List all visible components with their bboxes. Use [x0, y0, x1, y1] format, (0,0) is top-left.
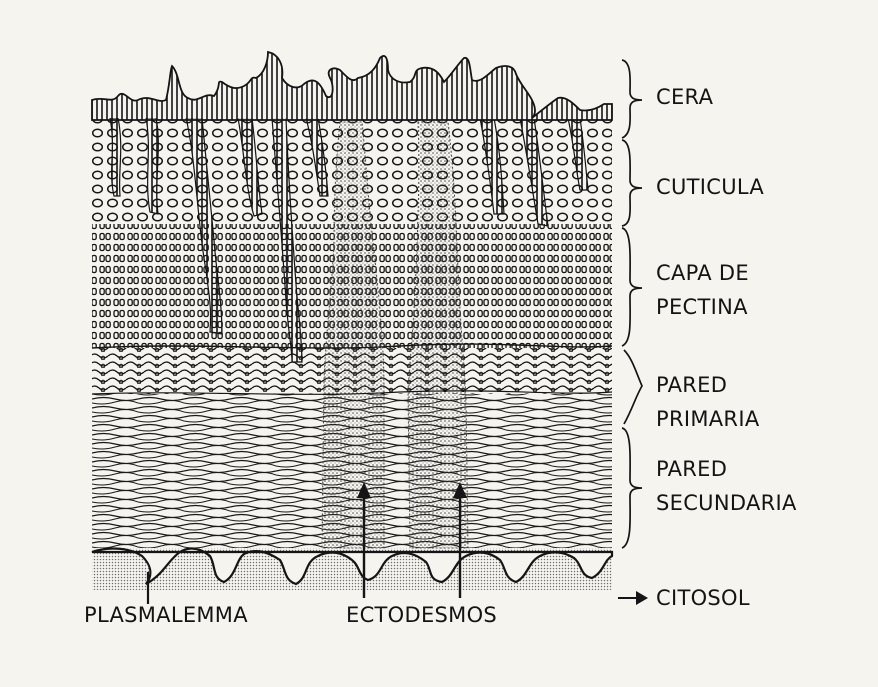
wax-layer [92, 52, 612, 120]
label-pared-primaria-line2: PRIMARIA [656, 406, 759, 433]
label-ectodesmos: ECTODESMOS [346, 602, 497, 629]
label-plasmalemma: PLASMALEMMA [84, 602, 248, 629]
label-pared-primaria-line1: PARED [656, 372, 727, 399]
label-cuticula: CUTICULA [656, 174, 764, 201]
label-pared-secundaria-line1: PARED [656, 456, 727, 483]
citosol-arrow [618, 591, 648, 605]
label-capa-de-pectina-line1: CAPA DE [656, 260, 749, 287]
layer-braces [622, 60, 642, 548]
label-capa-de-pectina-line2: PECTINA [656, 294, 748, 321]
label-pared-secundaria-line2: SECUNDARIA [656, 490, 797, 517]
label-cera: CERA [656, 84, 713, 111]
label-citosol: CITOSOL [656, 585, 750, 612]
